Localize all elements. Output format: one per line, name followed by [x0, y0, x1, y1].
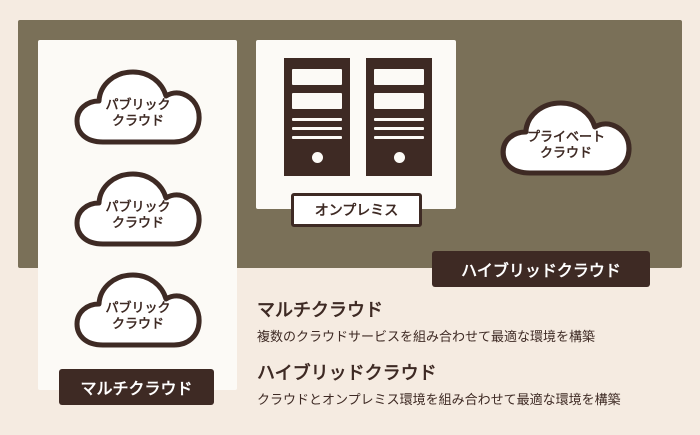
public-cloud-2: パブリック クラウド [73, 168, 203, 250]
cloud-label-line2: クラウド [111, 216, 164, 231]
legend-title-multi-cloud: マルチクラウド [257, 300, 383, 321]
on-premise-tag: オンプレミス [291, 193, 422, 227]
cloud-outline [500, 100, 632, 176]
cloud-label-line1: プライベート [526, 130, 605, 145]
cloud-outline [74, 272, 202, 348]
cloud-label-line1: パブリック [105, 200, 171, 215]
cloud-path [500, 100, 632, 176]
cloud-path [74, 272, 202, 348]
hybrid-cloud-tag: ハイブリッドクラウド [432, 251, 650, 287]
cloud-label: パブリック クラウド [73, 98, 203, 130]
cloud-outline [74, 171, 202, 247]
multi-cloud-tag: マルチクラウド [59, 369, 214, 405]
cloud-label-line2: クラウド [111, 317, 164, 332]
cloud-label: プライベート クラウド [499, 130, 633, 162]
public-cloud-1: パブリック クラウド [73, 66, 203, 148]
cloud-label-line1: パブリック [105, 301, 171, 316]
cloud-label: パブリック クラウド [73, 200, 203, 232]
cloud-path [74, 171, 202, 247]
server-icon [366, 58, 432, 176]
private-cloud: プライベート クラウド [499, 97, 633, 179]
legend-title-hybrid-cloud: ハイブリッドクラウド [257, 363, 437, 384]
cloud-label: パブリック クラウド [73, 301, 203, 333]
cloud-label-line2: クラウド [539, 146, 592, 161]
legend-desc-multi-cloud: 複数のクラウドサービスを組み合わせて最適な環境を構築 [257, 330, 596, 345]
cloud-outline [74, 69, 202, 145]
server-icon [284, 58, 350, 176]
cloud-label-line1: パブリック [105, 98, 171, 113]
public-cloud-3: パブリック クラウド [73, 269, 203, 351]
cloud-path [74, 69, 202, 145]
cloud-label-line2: クラウド [111, 114, 164, 129]
legend-desc-hybrid-cloud: クラウドとオンプレミス環境を組み合わせて最適な環境を構築 [257, 393, 621, 408]
